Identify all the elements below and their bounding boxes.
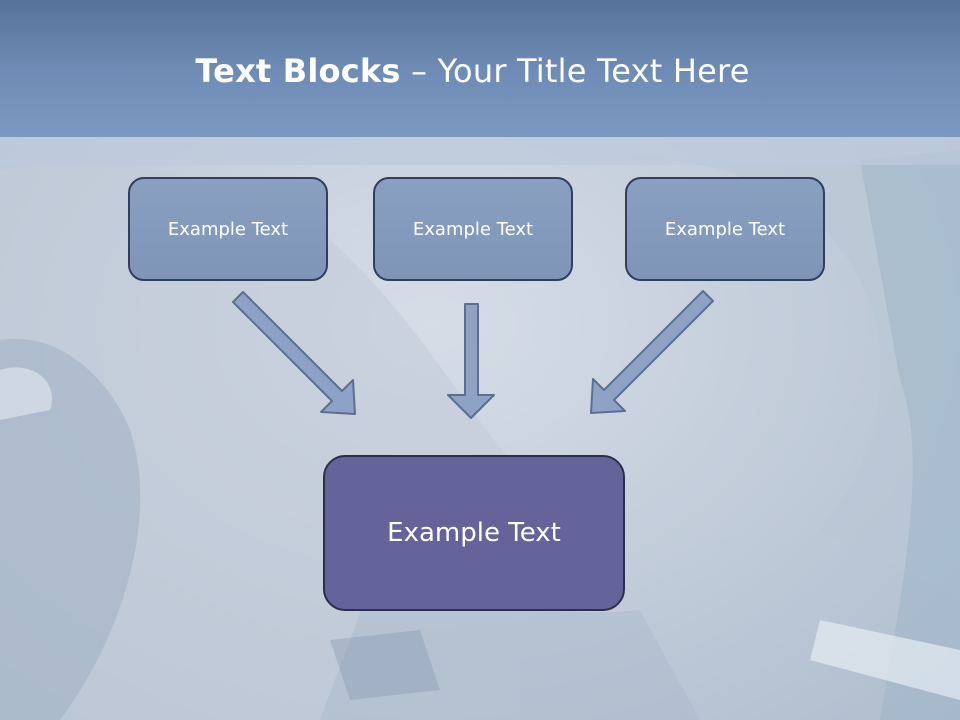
title-bold: Text Blocks	[195, 52, 401, 90]
slide-title: Text Blocks – Your Title Text Here	[0, 52, 945, 90]
text-block-3[interactable]: Example Text	[625, 177, 825, 281]
text-block-3-label: Example Text	[664, 218, 786, 240]
arrow-left-diagonal	[232, 291, 356, 415]
title-bar	[0, 0, 960, 137]
text-block-2-label: Example Text	[412, 218, 534, 240]
arrow-right-diagonal	[590, 290, 714, 414]
title-rest: Your Title Text Here	[437, 52, 750, 90]
target-text-block-label: Example Text	[387, 518, 561, 548]
title-divider-strip	[0, 137, 960, 165]
target-text-block[interactable]: Example Text	[323, 455, 625, 611]
title-separator: –	[400, 52, 438, 90]
arrow-center-down	[447, 303, 495, 419]
text-block-1[interactable]: Example Text	[128, 177, 328, 281]
text-block-1-label: Example Text	[167, 218, 289, 240]
text-block-2[interactable]: Example Text	[373, 177, 573, 281]
